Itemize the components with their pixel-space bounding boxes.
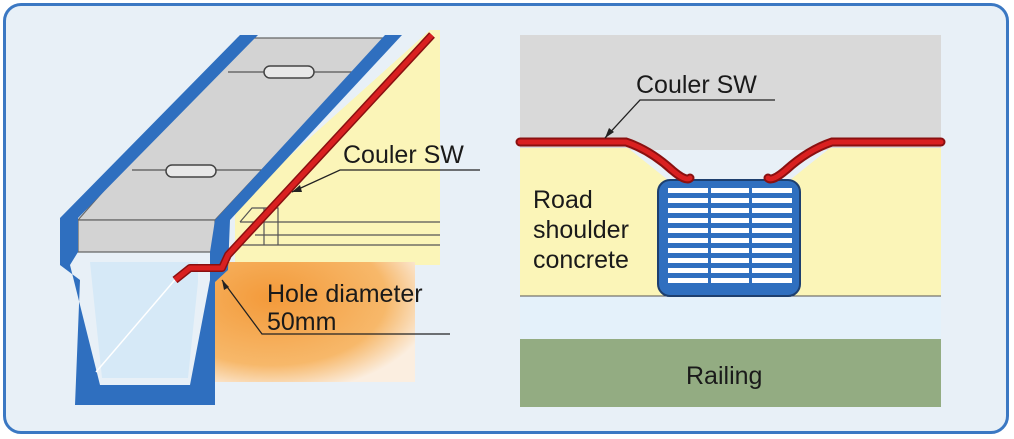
gutter-rim-right bbox=[215, 35, 402, 220]
cable-leader bbox=[291, 169, 480, 193]
hole-leader bbox=[221, 279, 450, 335]
shoulder-label-line3: concrete bbox=[533, 246, 629, 274]
shoulder-label-line2: shoulder bbox=[533, 216, 629, 244]
right-cable-label: Couler SW bbox=[636, 71, 757, 99]
hole-area bbox=[210, 262, 415, 382]
lid-slot bbox=[165, 164, 217, 178]
right-illustration bbox=[515, 35, 946, 407]
gutter-rim-left bbox=[60, 35, 258, 218]
railing-label: Railing bbox=[686, 362, 762, 390]
gutter-channel-inner bbox=[90, 262, 198, 378]
hole-label-line2: 50mm bbox=[267, 308, 336, 336]
shoulder-label-line1: Road bbox=[533, 186, 593, 214]
left-cable-label: Couler SW bbox=[343, 141, 464, 169]
left-illustration bbox=[60, 30, 480, 405]
gutter-channel bbox=[60, 218, 230, 405]
sky-area bbox=[520, 35, 941, 150]
railing-block bbox=[520, 339, 941, 407]
base-layer bbox=[520, 297, 941, 339]
hole-label-line1: Hole diameter bbox=[267, 280, 423, 308]
gutter-lid-front bbox=[77, 219, 216, 253]
cable-box-grid bbox=[668, 188, 792, 283]
lid-slot bbox=[263, 65, 315, 79]
right-cable-leader bbox=[604, 99, 775, 139]
concrete-wall bbox=[235, 30, 440, 265]
